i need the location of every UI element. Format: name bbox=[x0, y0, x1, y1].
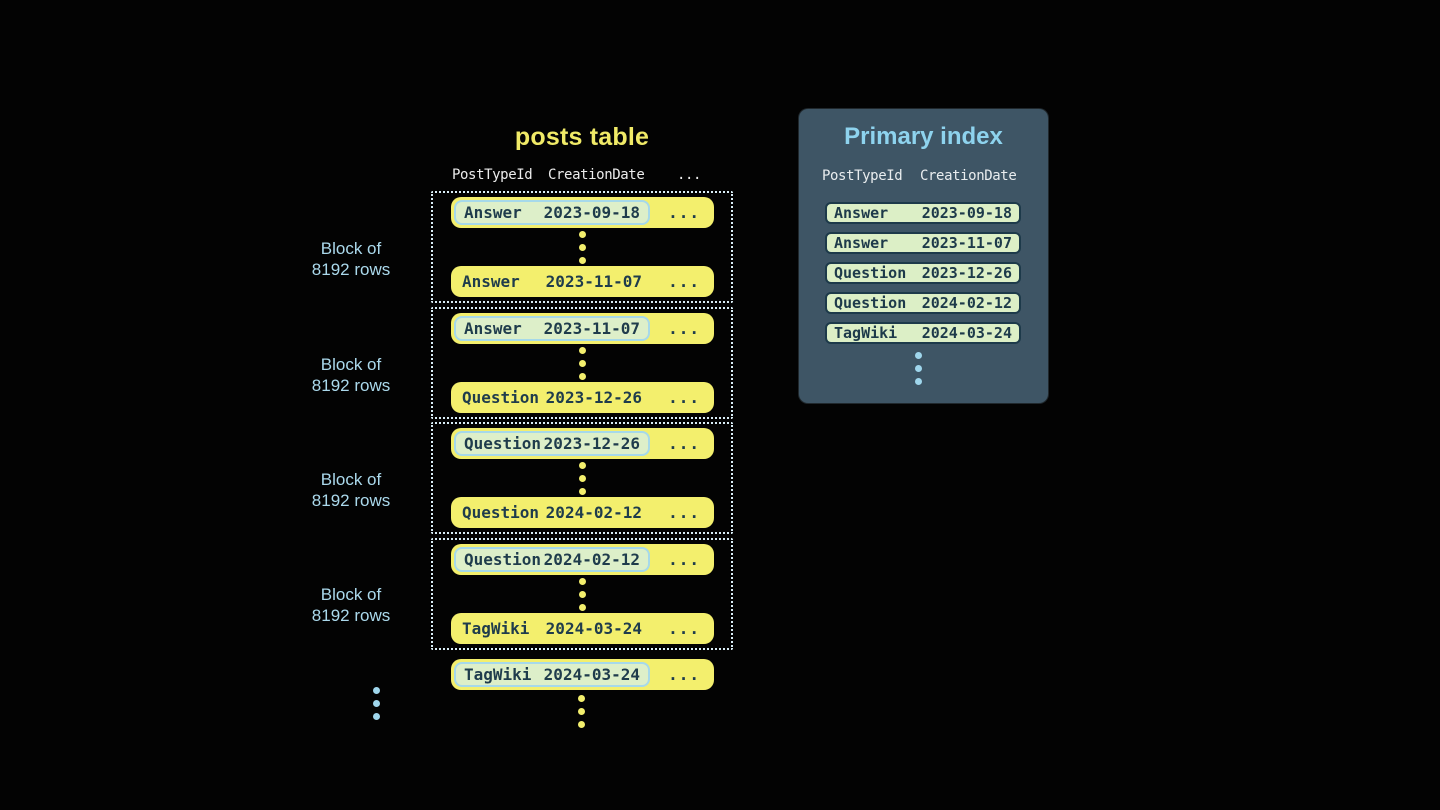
posts-block-1: Answer 2023-09-18 ... Answer 2023-11-07 … bbox=[431, 191, 733, 303]
creationdate-value: 2024-02-12 bbox=[545, 503, 642, 522]
posttypeid-value: Question bbox=[464, 434, 542, 453]
posttypeid-value: Answer bbox=[464, 319, 522, 338]
block-size-label: Block of 8192 rows bbox=[286, 584, 416, 626]
block-size-label: Block of 8192 rows bbox=[286, 469, 416, 511]
block-size-label: Block of 8192 rows bbox=[286, 354, 416, 396]
block-label-line1: Block of bbox=[320, 585, 382, 604]
block-label-line1: Block of bbox=[320, 239, 382, 258]
posts-header-posttypeid: PostTypeId bbox=[452, 167, 533, 183]
table-row: Answer 2023-09-18 ... bbox=[451, 197, 714, 228]
posttypeid-value: Question bbox=[462, 388, 540, 407]
posttypeid-value: Question bbox=[834, 294, 907, 312]
table-row-overflow: TagWiki 2024-03-24 ... bbox=[451, 659, 714, 690]
ellipsis-dots-yellow bbox=[578, 695, 585, 728]
indexed-columns-cell: Question 2023-12-26 bbox=[454, 431, 650, 456]
creationdate-value: 2024-03-24 bbox=[545, 619, 642, 638]
other-columns-ellipsis: ... bbox=[668, 665, 700, 684]
posttypeid-value: TagWiki bbox=[462, 619, 530, 638]
block-label-line2: 8192 rows bbox=[311, 260, 391, 279]
table-row: Question 2023-12-26 ... bbox=[451, 382, 714, 413]
columns-cell: Question 2024-02-12 bbox=[454, 500, 650, 525]
ellipsis-dots-yellow bbox=[578, 230, 586, 264]
columns-cell: Question 2023-12-26 bbox=[454, 385, 650, 410]
other-columns-ellipsis: ... bbox=[668, 619, 700, 638]
block-label-line1: Block of bbox=[320, 355, 382, 374]
creationdate-value: 2024-03-24 bbox=[543, 665, 640, 684]
posts-header-more-columns: ... bbox=[677, 167, 702, 183]
indexed-columns-cell: Answer 2023-11-07 bbox=[454, 316, 650, 341]
primary-index-title: Primary index bbox=[844, 123, 1003, 150]
block-label-line2: 8192 rows bbox=[311, 491, 391, 510]
posts-header-creationdate: CreationDate bbox=[548, 167, 645, 183]
table-row: Answer 2023-11-07 ... bbox=[451, 266, 714, 297]
posts-table-column-headers: PostTypeId CreationDate ... bbox=[431, 167, 733, 185]
posts-block-4: Question 2024-02-12 ... TagWiki 2024-03-… bbox=[431, 538, 733, 650]
posts-block-2: Answer 2023-11-07 ... Question 2023-12-2… bbox=[431, 307, 733, 419]
posttypeid-value: TagWiki bbox=[464, 665, 532, 684]
index-entry: Question 2024-02-12 bbox=[825, 292, 1021, 314]
indexed-columns-cell: Answer 2023-09-18 bbox=[454, 200, 650, 225]
table-row: Question 2024-02-12 ... bbox=[451, 544, 714, 575]
primary-index-panel: Primary index PostTypeId CreationDate An… bbox=[799, 109, 1048, 403]
other-columns-ellipsis: ... bbox=[668, 434, 700, 453]
indexed-columns-cell: TagWiki 2024-03-24 bbox=[454, 662, 650, 687]
posttypeid-value: TagWiki bbox=[834, 324, 898, 342]
index-entry: Answer 2023-09-18 bbox=[825, 202, 1021, 224]
creationdate-value: 2023-11-07 bbox=[545, 272, 642, 291]
more-index-entries-ellipsis bbox=[915, 352, 922, 385]
index-header-creationdate: CreationDate bbox=[920, 168, 1017, 184]
index-entry: Question 2023-12-26 bbox=[825, 262, 1021, 284]
primary-index-rows: Answer 2023-09-18 Answer 2023-11-07 Ques… bbox=[825, 202, 1021, 344]
posttypeid-value: Answer bbox=[834, 234, 889, 252]
creationdate-value: 2023-09-18 bbox=[921, 204, 1012, 222]
posttypeid-value: Question bbox=[462, 503, 540, 522]
table-row: Question 2023-12-26 ... bbox=[451, 428, 714, 459]
table-row: Question 2024-02-12 ... bbox=[451, 497, 714, 528]
indexed-columns-cell: Question 2024-02-12 bbox=[454, 547, 650, 572]
more-blocks-ellipsis bbox=[373, 687, 380, 720]
posttypeid-value: Question bbox=[834, 264, 907, 282]
index-entry: Answer 2023-11-07 bbox=[825, 232, 1021, 254]
table-row: Answer 2023-11-07 ... bbox=[451, 313, 714, 344]
creationdate-value: 2023-12-26 bbox=[543, 434, 640, 453]
creationdate-value: 2024-03-24 bbox=[921, 324, 1012, 342]
columns-cell: TagWiki 2024-03-24 bbox=[454, 616, 650, 641]
creationdate-value: 2023-11-07 bbox=[543, 319, 640, 338]
other-columns-ellipsis: ... bbox=[668, 550, 700, 569]
posttypeid-value: Answer bbox=[464, 203, 522, 222]
posts-block-3: Question 2023-12-26 ... Question 2024-02… bbox=[431, 422, 733, 534]
ellipsis-dots-yellow bbox=[578, 346, 586, 380]
ellipsis-dots-yellow bbox=[578, 577, 586, 611]
ellipsis-dots-yellow bbox=[578, 461, 586, 495]
columns-cell: Answer 2023-11-07 bbox=[454, 269, 650, 294]
block-label-line2: 8192 rows bbox=[311, 376, 391, 395]
posttypeid-value: Answer bbox=[834, 204, 889, 222]
other-columns-ellipsis: ... bbox=[668, 503, 700, 522]
block-label-line1: Block of bbox=[320, 470, 382, 489]
creationdate-value: 2023-09-18 bbox=[543, 203, 640, 222]
table-row: TagWiki 2024-03-24 ... bbox=[451, 613, 714, 644]
block-label-line2: 8192 rows bbox=[311, 606, 391, 625]
index-entry: TagWiki 2024-03-24 bbox=[825, 322, 1021, 344]
creationdate-value: 2024-02-12 bbox=[543, 550, 640, 569]
other-columns-ellipsis: ... bbox=[668, 319, 700, 338]
creationdate-value: 2023-12-26 bbox=[545, 388, 642, 407]
creationdate-value: 2024-02-12 bbox=[921, 294, 1012, 312]
block-size-label: Block of 8192 rows bbox=[286, 238, 416, 280]
creationdate-value: 2023-12-26 bbox=[921, 264, 1012, 282]
posttypeid-value: Question bbox=[464, 550, 542, 569]
other-columns-ellipsis: ... bbox=[668, 203, 700, 222]
other-columns-ellipsis: ... bbox=[668, 272, 700, 291]
posttypeid-value: Answer bbox=[462, 272, 520, 291]
other-columns-ellipsis: ... bbox=[668, 388, 700, 407]
index-header-posttypeid: PostTypeId bbox=[822, 168, 903, 184]
creationdate-value: 2023-11-07 bbox=[921, 234, 1012, 252]
posts-table-title: posts table bbox=[514, 123, 650, 151]
